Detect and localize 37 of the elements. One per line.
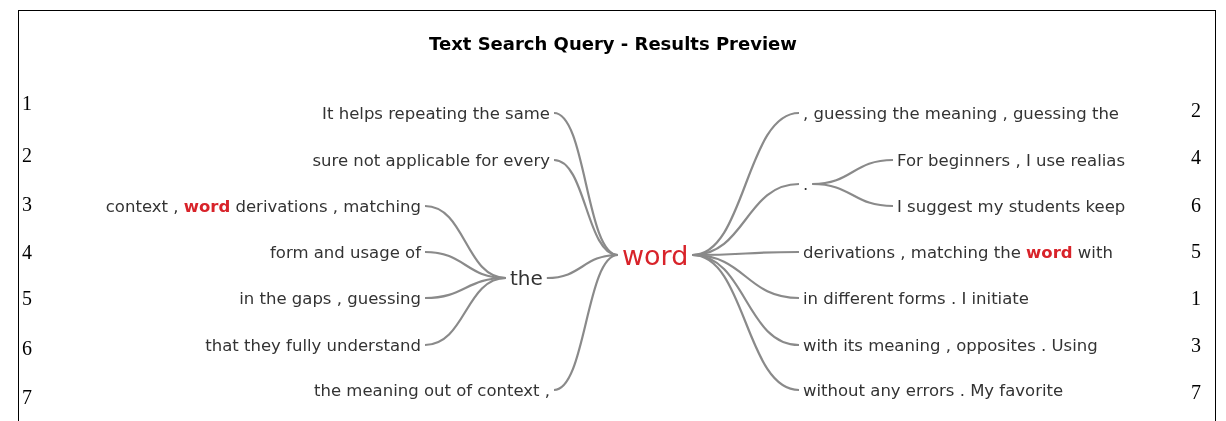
row-number: 1	[1191, 286, 1201, 310]
row-number: 3	[1191, 333, 1201, 357]
phrase-text: , guessing the meaning , guessing the	[799, 103, 1123, 123]
phrase-text: the meaning out of context ,	[310, 380, 554, 400]
phrase-text: For beginners , I use realias	[893, 150, 1129, 170]
row-number: 5	[22, 286, 32, 310]
branch-line	[553, 253, 619, 392]
phrase-text: in the gaps , guessing	[235, 288, 425, 308]
phrase-text: It helps repeating the same	[318, 103, 554, 123]
phrase-text: without any errors . My favorite	[799, 380, 1068, 400]
phrase-text: context , word derivations , matching	[101, 196, 425, 216]
phrase-text: form and usage of	[266, 242, 425, 262]
phrase-text: in different forms . I initiate	[799, 288, 1033, 308]
row-number: 7	[22, 385, 32, 409]
phrase-text: .	[799, 174, 813, 194]
branch-line	[424, 276, 507, 347]
row-number: 2	[22, 143, 32, 167]
title: Text Search Query - Results Preview	[428, 33, 798, 54]
phrase-text: sure not applicable for every	[308, 150, 554, 170]
root-word: word	[618, 239, 693, 271]
row-number: 4	[1191, 145, 1201, 169]
row-number: 4	[22, 240, 32, 264]
row-number: 1	[22, 91, 32, 115]
branch-line	[553, 158, 619, 257]
branch-line	[692, 253, 800, 392]
row-number: 7	[1191, 380, 1201, 404]
phrase-text: with its meaning , opposites . Using	[799, 335, 1102, 355]
phrase-text: the	[506, 266, 547, 290]
row-number: 3	[22, 192, 32, 216]
row-number: 6	[22, 336, 32, 360]
branch-line	[812, 182, 894, 208]
row-number: 5	[1191, 239, 1201, 263]
phrase-text: I suggest my students keep	[893, 196, 1130, 216]
phrase-text: derivations , matching the word with	[799, 242, 1117, 262]
phrase-text: that they fully understand	[201, 335, 425, 355]
row-number: 2	[1191, 98, 1201, 122]
row-number: 6	[1191, 193, 1201, 217]
